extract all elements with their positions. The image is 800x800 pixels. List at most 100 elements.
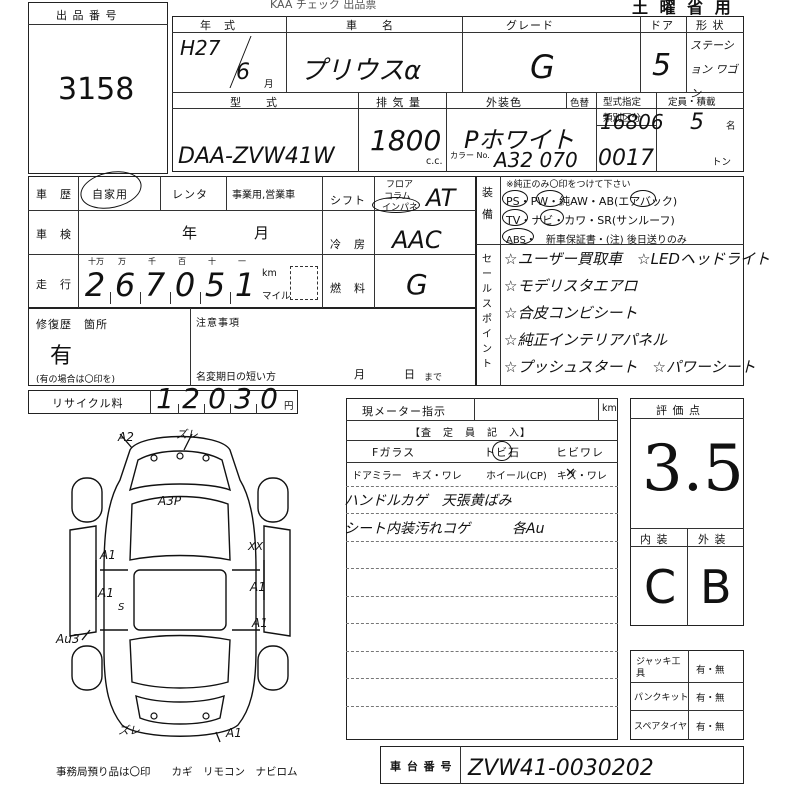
interior-grade: C (644, 560, 677, 614)
mileage-digit: 1 (234, 266, 256, 304)
notes-label: 注意事項 (196, 318, 240, 329)
score-label: 評 価 点 (656, 404, 701, 417)
mile-checkbox (290, 266, 318, 300)
damage-xx: XX (248, 540, 264, 553)
short-day-label: 日 (404, 368, 416, 381)
km-label: km (262, 268, 277, 279)
repair-note: (有の場合は〇印を) (36, 375, 116, 385)
repair-label: 修復歴 箇所 (36, 318, 108, 331)
exterior-color-label: 外装色 (486, 96, 522, 109)
chassis-label: 車 台 番 号 (390, 760, 453, 773)
aircon-label: 冷 房 (330, 238, 366, 251)
damage-a1-right2: A1 (252, 616, 268, 630)
mileage-unit-label: 千 (148, 257, 156, 266)
inspection-label: 車 検 (36, 228, 72, 241)
vehicle-info-block (172, 16, 744, 172)
exterior-label: 外 装 (698, 533, 727, 546)
history-label: 車 歴 (36, 188, 72, 201)
repair-block (28, 308, 476, 386)
equipment-note: ※純正のみ〇印をつけて下さい (506, 180, 631, 190)
short-month-label: 月 (354, 368, 366, 381)
year-value: H27 (180, 36, 221, 60)
damage-a1-left2: A1 (98, 586, 114, 600)
sales-point-item: ☆ユーザー買取車 ☆LEDヘッドライト (504, 250, 770, 268)
equipment-row-3: ABS・ 新車保証書・(注) 後日送りのみ (506, 235, 687, 246)
year-label: 年 式 (200, 19, 236, 32)
spare-label: スペアタイヤ (634, 722, 688, 732)
damage-s: S (118, 602, 125, 613)
class-code-label: 類別区分 (603, 113, 642, 124)
interior-label: 内 装 (640, 533, 669, 546)
fuel-label: 燃 料 (330, 282, 366, 295)
lot-number-box (28, 2, 168, 174)
inpane-circle (372, 197, 420, 213)
color-value: Pホワイト (464, 126, 575, 154)
model-label: 型 式 (230, 96, 278, 109)
fglass-label: Fガラス (372, 446, 416, 459)
mile-label: マイル (262, 291, 291, 302)
damage-zure-front: ズレ (176, 428, 198, 441)
recycle-label: リサイクル料 (52, 397, 124, 410)
model-value: DAA-ZVW41W (178, 144, 335, 169)
header-topline: KAA チェック 出品票 (270, 0, 377, 11)
grade-value: G (530, 48, 555, 86)
pw-circle (536, 190, 564, 207)
shift-label: シフト (330, 194, 366, 207)
repair-value: 有 (50, 344, 73, 369)
ps-circle (502, 190, 528, 207)
self-use-option: 自家用 (92, 188, 128, 201)
recycle-digit: 2 (182, 382, 200, 415)
sales-point-item: ☆モデリスタエアロ (504, 277, 638, 295)
damage-a1-left: A1 (100, 548, 116, 562)
wheel-kizu-mark: ✕ (565, 466, 576, 481)
sales-point-label: セールスポイント (482, 254, 493, 370)
damage-a2-front: A2 (118, 430, 134, 444)
doors-label: ドア (650, 19, 674, 32)
abs-circle (502, 228, 534, 245)
mileage-digit: 6 (114, 266, 136, 304)
mileage-label: 走 行 (36, 278, 72, 291)
model-designation-value: 16806 (600, 110, 664, 134)
inspection-month-label: 月 (254, 224, 271, 242)
exterior-grade: B (700, 560, 732, 614)
lot-number: 3158 (58, 72, 135, 107)
sales-point-item: ☆合皮コンビシート (504, 304, 638, 322)
mileage-unit-label: 十万 (88, 257, 104, 266)
month-value: 6 (236, 60, 250, 85)
tv-circle (502, 209, 528, 226)
color-code-value: A32 070 (494, 148, 578, 172)
wheel-label: ホイール(CP) キズ・ワレ (486, 471, 607, 482)
spare-value: 有・無 (696, 722, 725, 733)
lot-number-label: 出 品 番 号 (56, 9, 118, 22)
inspector-label: 【査 定 員 記 入】 (410, 428, 531, 439)
floor-option: フロア (386, 180, 414, 190)
color-no-short-label: カラー No. (450, 151, 490, 160)
yen-label: 円 (284, 401, 294, 412)
capacity-label: 定員・積載 (668, 97, 716, 108)
sales-point-item: ☆純正インテリアパネル (504, 331, 668, 349)
aircon-value: AAC (392, 226, 442, 254)
mileage-unit-label: 十 (208, 257, 216, 266)
sales-points-list: ☆ユーザー買取車 ☆LEDヘッドライト ☆モデリスタエアロ ☆合皮コンビシート ☆純正… (504, 246, 770, 384)
history-block (28, 176, 476, 308)
inspector-block (346, 398, 618, 740)
header-badge: 土 曜 省 用 (632, 0, 734, 17)
ab-circle (630, 190, 656, 207)
short-name-label: 名変期日の短い方 (196, 372, 276, 383)
chassis-number: ZVW41-0030202 (468, 756, 654, 781)
body-type-value: ステーション ワゴン (690, 39, 738, 100)
recycle-digit: 3 (234, 382, 252, 415)
equipment-block (476, 176, 744, 386)
color-no-label: 色替 (570, 98, 590, 109)
model-designation-label: 型式指定 (603, 97, 642, 108)
body-type-label: 形 状 (696, 19, 725, 32)
mileage-digit: 7 (144, 266, 166, 304)
mileage-unit-label: 万 (118, 257, 126, 266)
damage-a1-rear: A1 (226, 726, 242, 740)
until-label: まで (424, 373, 443, 383)
sales-point-item: ☆プッシュスタート ☆パワーシート (504, 358, 756, 376)
car-name-label: 車 名 (346, 19, 394, 32)
navi-circle (540, 209, 564, 226)
inspector-note-2: シート内装汚れコゲ 各Au (344, 521, 545, 537)
